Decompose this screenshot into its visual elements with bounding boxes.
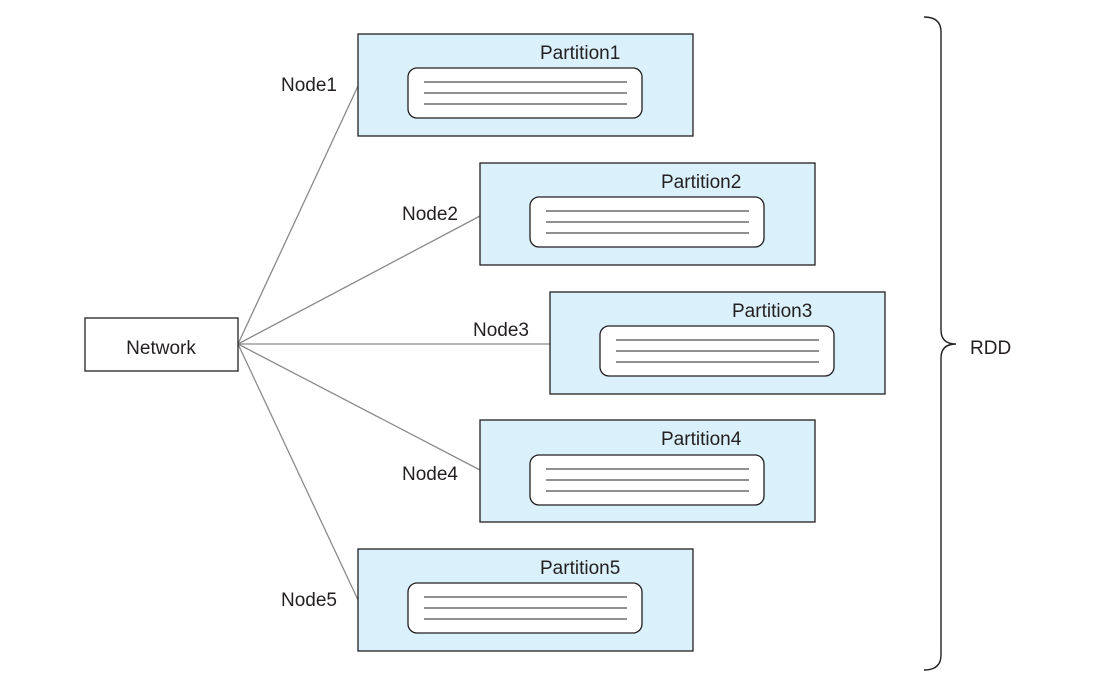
node-label-1: Node1 — [281, 75, 337, 96]
partition-label-4: Partition4 — [661, 429, 742, 450]
partition-label-1: Partition1 — [540, 43, 620, 64]
node-label-4: Node4 — [402, 464, 458, 485]
link-node5 — [237, 343, 359, 601]
partition-group-2: Node2 Partition2 — [402, 162, 816, 266]
partition-group-5: Node5 Partition5 — [281, 548, 694, 652]
network-node: Network — [84, 317, 239, 372]
partition-label-5: Partition5 — [540, 558, 620, 579]
network-label: Network — [126, 338, 196, 359]
network-box — [84, 317, 239, 372]
rdd-brace — [923, 16, 957, 671]
rdd-label: RDD — [970, 338, 1011, 359]
node-label-2: Node2 — [402, 204, 458, 225]
partition-group-3: Node3 Partition3 — [473, 291, 886, 395]
node-label-5: Node5 — [281, 590, 337, 611]
partition-group-4: Node4 Partition4 — [402, 419, 816, 523]
link-node2 — [237, 215, 481, 345]
partition-group-1: Node1 Partition1 — [281, 33, 694, 137]
partition-label-2: Partition2 — [661, 172, 741, 193]
node-label-3: Node3 — [473, 320, 529, 341]
partition-label-3: Partition3 — [732, 301, 812, 322]
network-links — [237, 85, 550, 601]
link-node4 — [237, 343, 481, 471]
link-node1 — [237, 85, 359, 345]
